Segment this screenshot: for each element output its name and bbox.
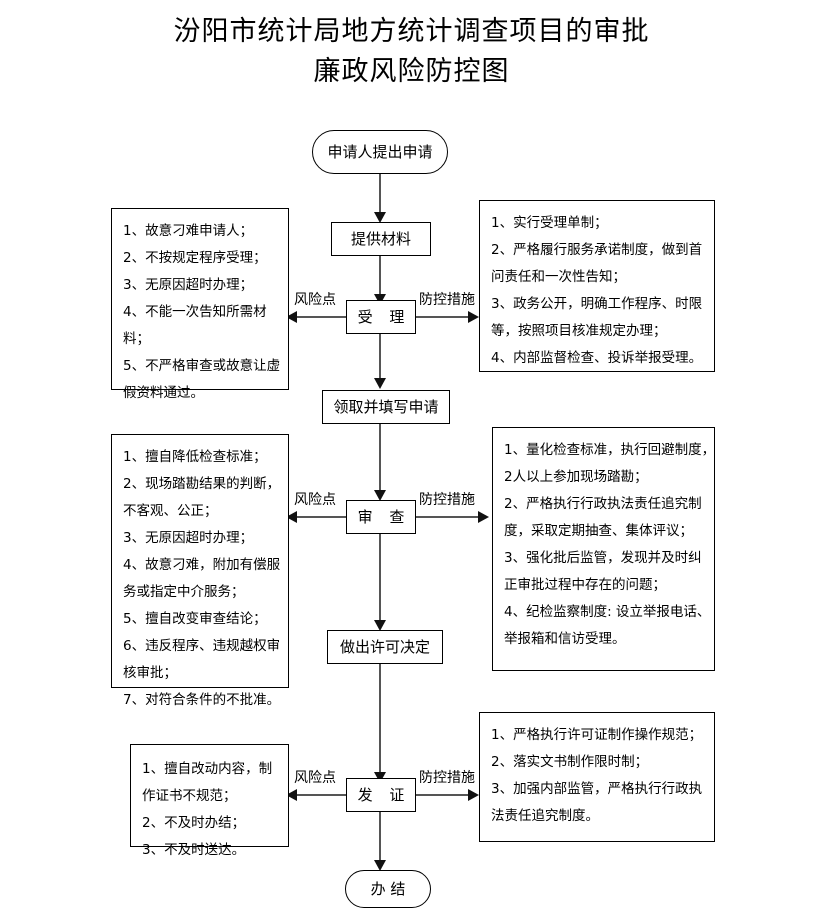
- panel-review-measures: 1、量化检查标准，执行回避制度， 2人以上参加现场踏勘； 2、严格执行行政执法责…: [492, 427, 715, 671]
- panel-line: 3、加强内部监管，严格执行行政执: [491, 781, 703, 797]
- arrow-issue-measure: [468, 789, 479, 801]
- panel-line: 作证书不规范；: [142, 788, 237, 804]
- panel-issue-measures: 1、严格执行许可证制作操作规范； 2、落实文书制作限时制； 3、加强内部监管，严…: [479, 712, 715, 842]
- arrow-review-to-decision: [374, 620, 386, 631]
- arrow-accept-risk: [286, 311, 297, 323]
- node-stage-review[interactable]: 审 查: [346, 500, 416, 534]
- panel-accept-measures: 1、实行受理单制； 2、严格履行服务承诺制度，做到首 问责任和一次性告知； 3、…: [479, 200, 715, 372]
- panel-line: 核审批；: [123, 665, 177, 681]
- edge-label-accept-measure: 防控措施: [418, 292, 476, 308]
- edge-label-issue-measure: 防控措施: [418, 770, 476, 786]
- panel-line: 等，按照项目核准规定办理；: [491, 323, 667, 339]
- node-end[interactable]: 办 结: [345, 870, 431, 908]
- panel-line: 5、擅自改变审查结论；: [123, 611, 267, 627]
- arrow-materials-to-accept: [374, 294, 386, 305]
- connector-fillform-to-review: [379, 424, 381, 494]
- panel-line: 3、无原因超时办理；: [123, 277, 254, 293]
- arrow-accept-measure: [468, 311, 479, 323]
- edge-label-review-risk: 风险点: [293, 492, 337, 508]
- panel-line: 1、擅自改动内容，制: [142, 761, 273, 777]
- page-title: 汾阳市统计局地方统计调查项目的审批 廉政风险防控图: [0, 12, 823, 92]
- panel-line: 4、不能一次告知所需材: [123, 304, 267, 320]
- panel-line: 2、不按规定程序受理；: [123, 250, 267, 266]
- panel-line: 法责任追究制度。: [491, 808, 599, 824]
- panel-line: 料；: [123, 331, 150, 347]
- edge-label-issue-risk: 风险点: [293, 770, 337, 786]
- edge-label-accept-risk: 风险点: [293, 292, 337, 308]
- panel-line: 务或指定中介服务；: [123, 584, 245, 600]
- branch-review-risk-line: [295, 516, 347, 518]
- panel-line: 3、强化批后监管，发现并及时纠: [504, 550, 702, 566]
- panel-accept-risks: 1、故意刁难申请人； 2、不按规定程序受理； 3、无原因超时办理； 4、不能一次…: [111, 208, 289, 401]
- panel-line: 度，采取定期抽查、集体评议；: [504, 523, 693, 539]
- connector-review-to-decision: [379, 534, 381, 624]
- panel-line: 3、不及时送达。: [142, 842, 246, 858]
- panel-line: 2人以上参加现场踏勘；: [504, 469, 648, 485]
- arrow-decision-to-issue: [374, 772, 386, 783]
- arrow-issue-to-end: [374, 860, 386, 871]
- node-provide-materials[interactable]: 提供材料: [331, 222, 431, 256]
- node-stage-review-label: 审 查: [357, 508, 411, 526]
- branch-review-measure-line: [415, 516, 479, 518]
- panel-line: 4、内部监督检查、投诉举报受理。: [491, 350, 703, 366]
- panel-line: 1、实行受理单制；: [491, 215, 608, 231]
- edge-label-review-measure: 防控措施: [418, 492, 476, 508]
- panel-line: 6、违反程序、违规越权审: [123, 638, 281, 654]
- arrow-accept-to-fillform: [374, 378, 386, 389]
- panel-line: 1、擅自降低检查标准；: [123, 449, 267, 465]
- panel-line: 问责任和一次性告知；: [491, 269, 626, 285]
- connector-materials-to-accept: [379, 256, 381, 298]
- branch-accept-risk-line: [295, 316, 347, 318]
- panel-line: 2、不及时办结；: [142, 815, 246, 831]
- arrow-review-measure: [478, 511, 489, 523]
- panel-line: 2、现场踏勘结果的判断，: [123, 476, 281, 492]
- connector-accept-to-fillform: [379, 334, 381, 382]
- node-start-label: 申请人提出申请: [327, 143, 433, 161]
- arrow-review-risk: [286, 511, 297, 523]
- node-start[interactable]: 申请人提出申请: [312, 130, 448, 174]
- node-stage-accept[interactable]: 受 理: [346, 300, 416, 334]
- panel-line: 3、无原因超时办理；: [123, 530, 254, 546]
- title-line-1: 汾阳市统计局地方统计调查项目的审批: [173, 16, 650, 47]
- panel-line: 假资料通过。: [123, 385, 204, 401]
- arrow-issue-risk: [286, 789, 297, 801]
- panel-line: 1、严格执行许可证制作操作规范；: [491, 727, 703, 743]
- panel-line: 1、故意刁难申请人；: [123, 223, 254, 239]
- branch-accept-measure-line: [415, 316, 469, 318]
- node-make-decision[interactable]: 做出许可决定: [327, 630, 443, 664]
- arrow-fillform-to-review: [374, 490, 386, 501]
- panel-line: 2、落实文书制作限时制；: [491, 754, 649, 770]
- node-stage-issue[interactable]: 发 证: [346, 778, 416, 812]
- branch-issue-measure-line: [415, 794, 469, 796]
- panel-line: 4、故意刁难，附加有偿服: [123, 557, 281, 573]
- branch-issue-risk-line: [295, 794, 347, 796]
- node-stage-accept-label: 受 理: [357, 308, 411, 326]
- panel-review-risks: 1、擅自降低检查标准； 2、现场踏勘结果的判断， 不客观、公正； 3、无原因超时…: [111, 434, 289, 708]
- connector-issue-to-end: [379, 812, 381, 864]
- node-make-decision-label: 做出许可决定: [339, 638, 430, 656]
- panel-line: 正审批过程中存在的问题；: [504, 577, 666, 593]
- panel-line: 4、纪检监察制度: 设立举报电话、: [504, 604, 711, 620]
- panel-line: 举报箱和信访受理。: [504, 631, 626, 647]
- arrow-start-to-materials: [374, 212, 386, 223]
- panel-line: 1、量化检查标准，执行回避制度，: [504, 442, 716, 458]
- title-line-2: 廉政风险防控图: [313, 56, 510, 87]
- panel-line: 7、对符合条件的不批准。: [123, 692, 281, 708]
- panel-line: 5、不严格审查或故意让虚: [123, 358, 281, 374]
- connector-decision-to-issue: [379, 664, 381, 776]
- panel-line: 3、政务公开，明确工作程序、时限: [491, 296, 703, 312]
- node-end-label: 办 结: [370, 880, 406, 898]
- node-fill-application[interactable]: 领取并填写申请: [322, 390, 450, 424]
- panel-issue-risks: 1、擅自改动内容，制 作证书不规范； 2、不及时办结； 3、不及时送达。: [130, 744, 289, 858]
- node-stage-issue-label: 发 证: [357, 786, 411, 804]
- panel-line: 不客观、公正；: [123, 503, 218, 519]
- panel-line: 2、严格履行服务承诺制度，做到首: [491, 242, 703, 258]
- panel-line: 2、严格执行行政执法责任追究制: [504, 496, 702, 512]
- node-provide-materials-label: 提供材料: [350, 230, 411, 248]
- node-fill-application-label: 领取并填写申请: [333, 398, 439, 416]
- connector-start-to-materials: [379, 174, 381, 216]
